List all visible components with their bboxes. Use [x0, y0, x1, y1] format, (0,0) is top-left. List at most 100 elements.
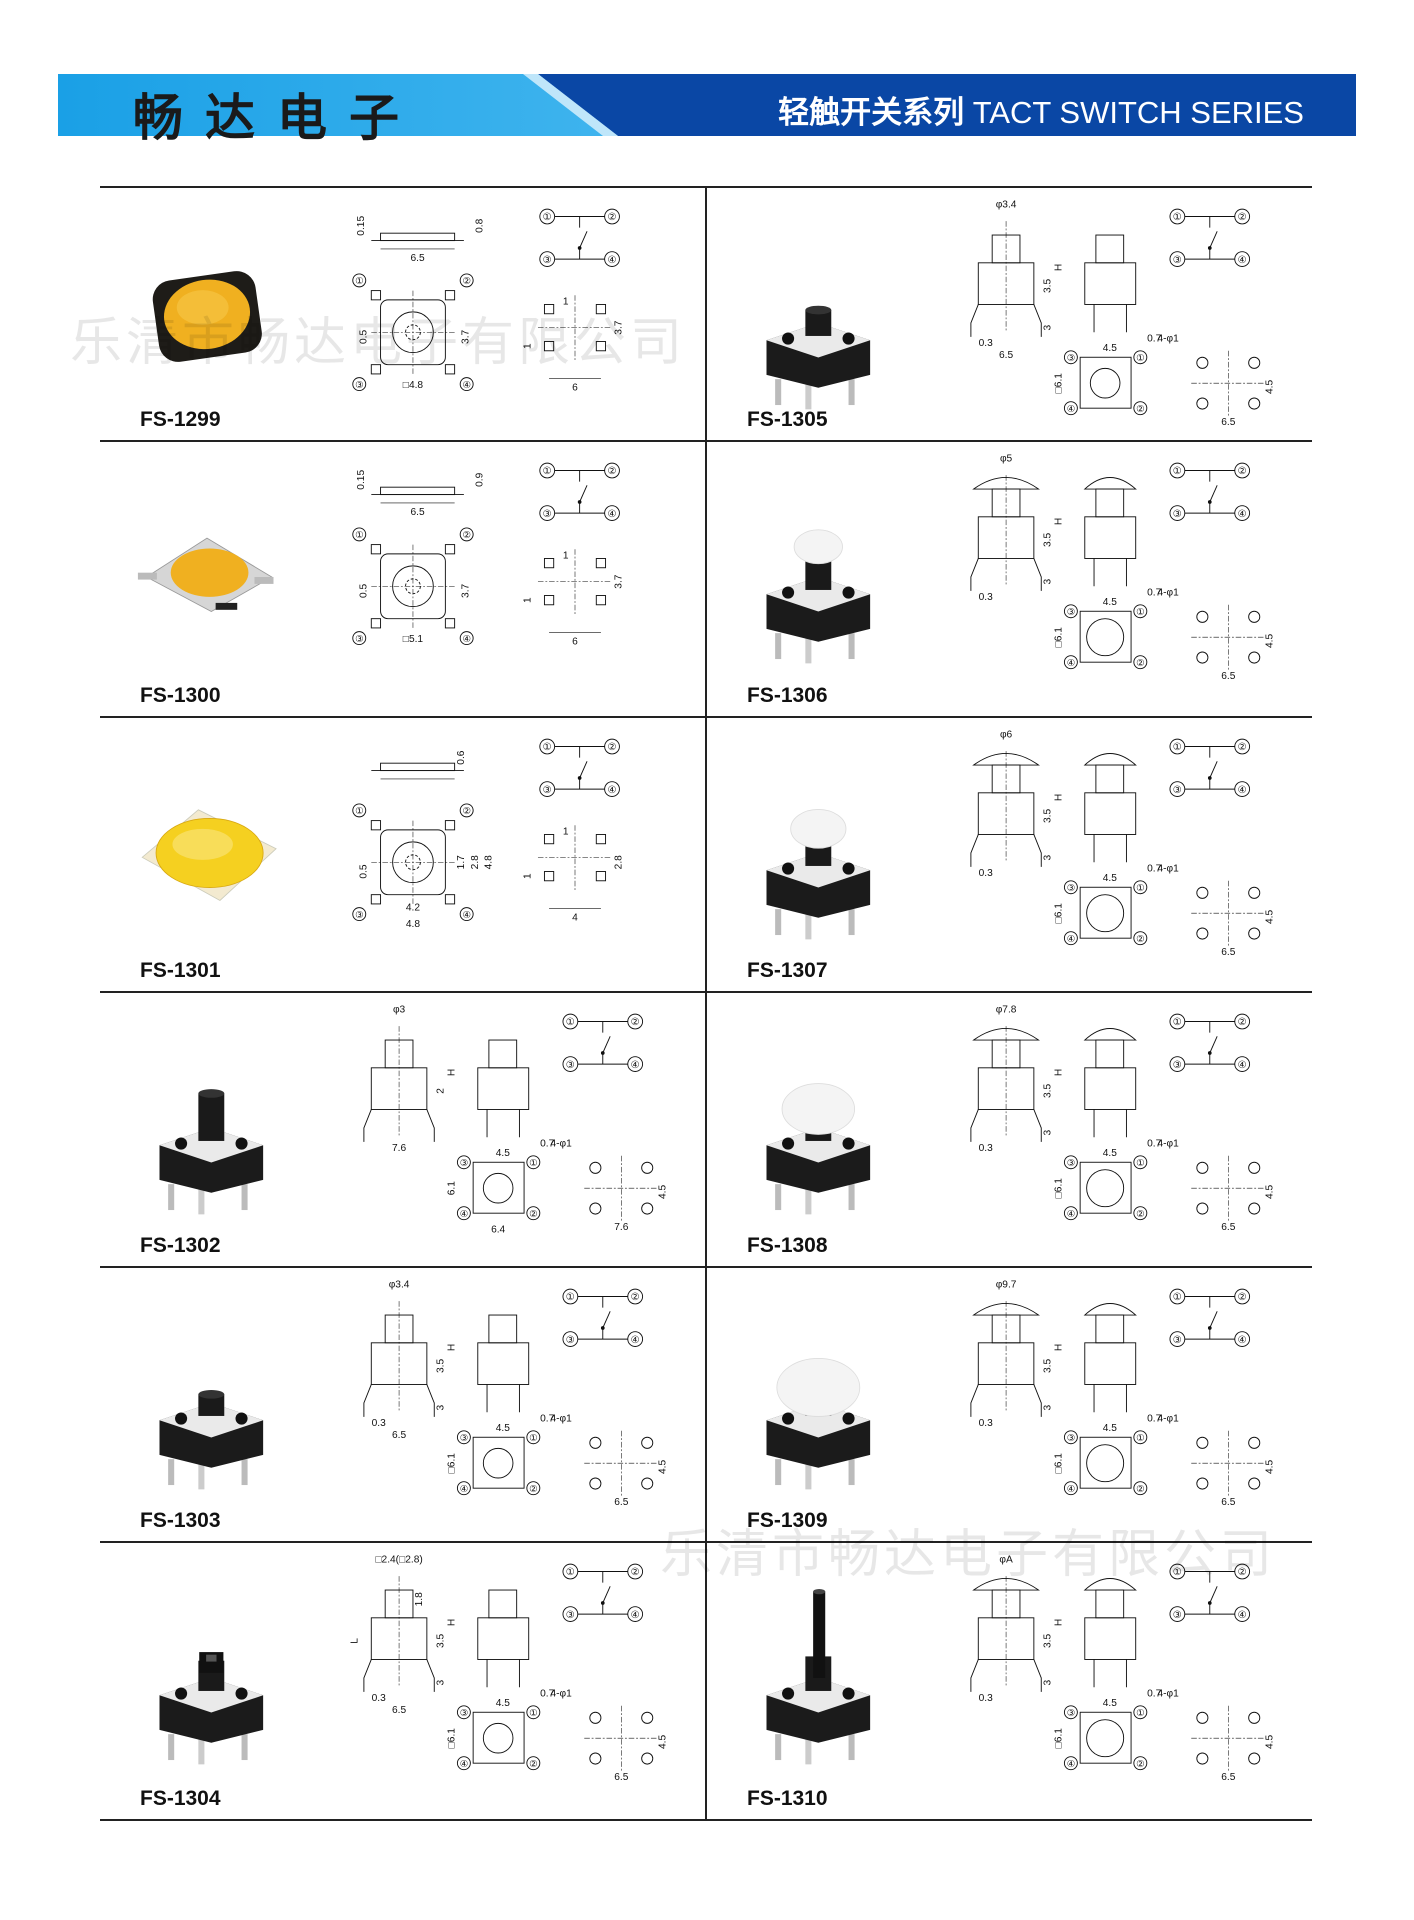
pin-number: ④ — [631, 1060, 640, 1071]
product-code: FS-1303 — [140, 1509, 221, 1532]
dimension-label: 3 — [436, 1404, 447, 1410]
dimension-label: 4.5 — [496, 1698, 510, 1709]
pin-marker — [459, 803, 474, 818]
pin-number: ② — [1136, 934, 1144, 944]
pin-marker — [1133, 1430, 1148, 1445]
dimension-label: 3 — [1043, 1679, 1054, 1685]
product-photo — [766, 1589, 871, 1765]
product-code: FS-1300 — [140, 684, 221, 707]
product-photo — [159, 1390, 264, 1490]
pin-number: ① — [566, 1292, 575, 1303]
pin-marker — [1133, 931, 1148, 946]
dimension-label: H — [1054, 1619, 1065, 1626]
pin-number: ② — [1238, 1017, 1247, 1028]
product-photo — [159, 1089, 264, 1215]
dimension-label: 3.7 — [613, 320, 624, 334]
pin-number: ④ — [1238, 785, 1247, 796]
dimension-label: 0.7 — [1147, 334, 1161, 345]
pin-number: ② — [1136, 1484, 1144, 1494]
pin-number: ④ — [460, 1759, 468, 1769]
product-photo — [766, 305, 871, 410]
dimension-label: 0.8 — [474, 218, 485, 232]
pin-number: ③ — [460, 1433, 468, 1443]
watermark-top: 乐清市畅达电子有限公司 — [70, 313, 687, 373]
pin-number: ③ — [460, 1158, 468, 1168]
pin-number: ③ — [566, 1610, 575, 1621]
pin-marker — [456, 1155, 471, 1170]
pin-marker — [1063, 880, 1078, 895]
pin-number: ④ — [460, 1484, 468, 1494]
dimension-label: 4-φ1 — [550, 1139, 572, 1150]
dimension-label: 0.3 — [979, 1693, 993, 1704]
pin-number: ① — [1136, 1708, 1144, 1718]
product-photo — [766, 529, 871, 664]
dimension-label: 4.5 — [658, 1734, 669, 1748]
product-photo — [766, 809, 871, 940]
header-banner: 畅达电子 轻触开关系列 TACT SWITCH SERIES — [58, 74, 1356, 147]
product-photo — [159, 1652, 264, 1765]
dimension-label: 4.5 — [496, 1423, 510, 1434]
product-code: FS-1305 — [747, 408, 828, 431]
pin-marker — [526, 1430, 541, 1445]
banner-left-panel — [58, 74, 618, 136]
pin-number: ④ — [1238, 1060, 1247, 1071]
dimension-label: 6.5 — [1221, 947, 1235, 958]
dimension-label: H — [1054, 794, 1065, 801]
dimension-label: 3.5 — [1043, 1084, 1054, 1098]
dimension-label: 4.5 — [496, 1148, 510, 1159]
pin-number: ② — [463, 530, 471, 540]
pin-marker — [1063, 931, 1078, 946]
pin-marker — [1133, 604, 1148, 619]
catalog-grid — [100, 186, 1312, 1821]
watermark-bottom: 乐清市畅达电子有限公司 — [660, 1525, 1277, 1585]
pin-number: ③ — [355, 634, 363, 644]
pin-number: ③ — [1067, 353, 1075, 363]
pin-number: ③ — [1173, 509, 1182, 520]
pin-number: ② — [607, 212, 616, 223]
pin-number: ④ — [1238, 1610, 1247, 1621]
pin-number: ① — [529, 1158, 537, 1168]
pin-marker — [1133, 1756, 1148, 1771]
pin-marker — [1063, 1481, 1078, 1496]
pin-marker — [352, 907, 367, 922]
pin-number: ③ — [355, 910, 363, 920]
dimension-label: 0.15 — [356, 470, 367, 490]
pin-number: ① — [1136, 883, 1144, 893]
dimension-label: 1.8 — [414, 1592, 425, 1606]
pin-marker — [1133, 655, 1148, 670]
pin-marker — [456, 1430, 471, 1445]
pin-marker — [352, 377, 367, 392]
pin-marker — [526, 1206, 541, 1221]
pin-number: ① — [355, 530, 363, 540]
pin-marker — [1063, 1756, 1078, 1771]
dimension-label: 4.5 — [1265, 1734, 1276, 1748]
dimension-label: 6.5 — [1221, 1222, 1235, 1233]
pin-marker — [1133, 880, 1148, 895]
product-photo — [159, 1390, 264, 1490]
pin-marker — [1133, 1155, 1148, 1170]
dimension-label: 1 — [523, 597, 534, 603]
dimension-label: 4.5 — [1103, 1148, 1117, 1159]
pin-marker — [459, 377, 474, 392]
dimension-label: □6.1 — [447, 1453, 458, 1474]
dimension-label: 0.5 — [359, 864, 370, 878]
pin-number: ① — [1173, 1567, 1182, 1578]
dimension-label: 4.8 — [484, 855, 495, 869]
pin-number: ④ — [460, 1209, 468, 1219]
pin-number: ① — [529, 1708, 537, 1718]
